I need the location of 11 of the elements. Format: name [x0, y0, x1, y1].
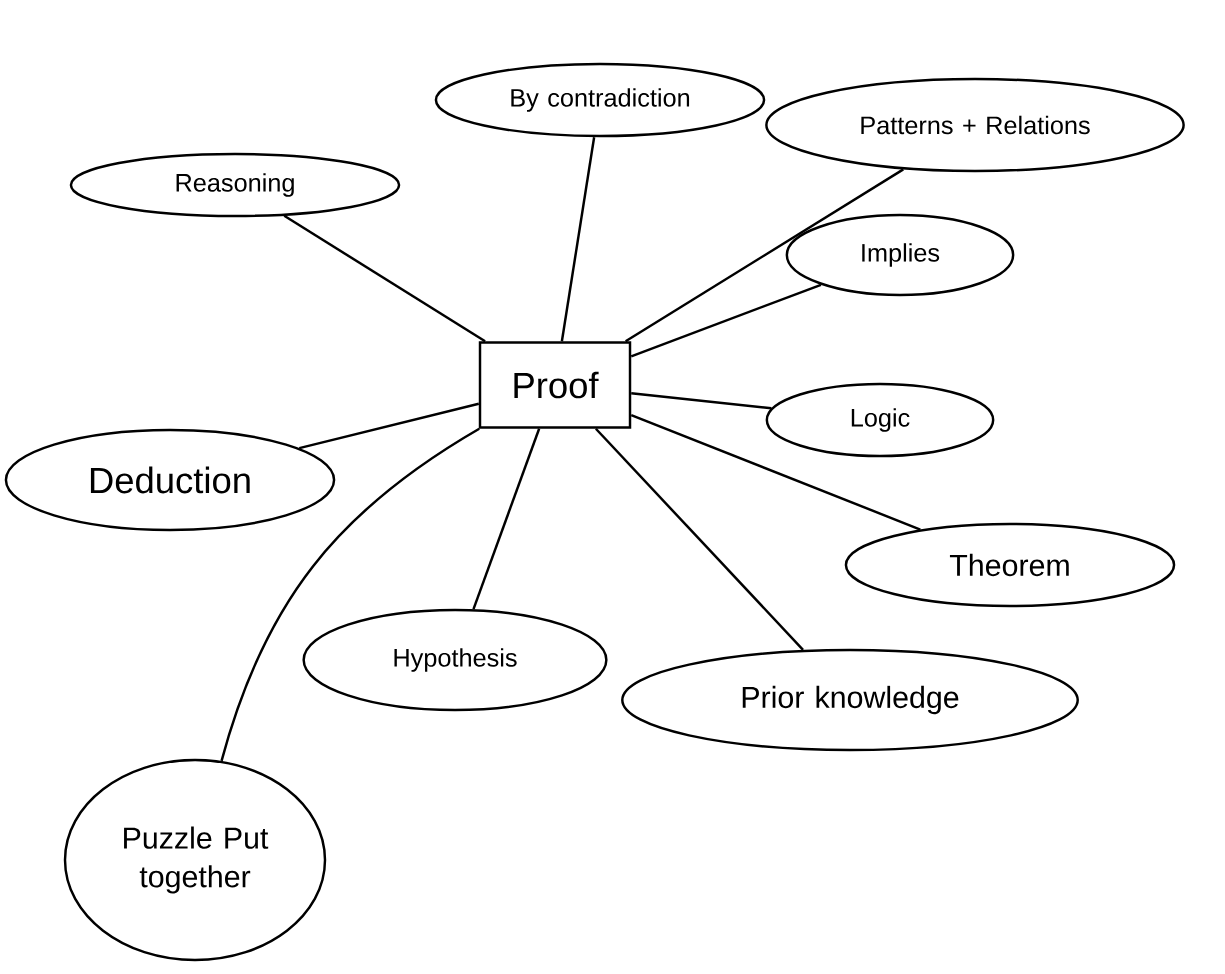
connector-line: [595, 427, 804, 651]
connector-line: [625, 168, 904, 343]
connector-line: [630, 414, 921, 531]
proof-box: Proof: [478, 341, 632, 429]
connector-line: [560, 137, 596, 342]
connector-line: [299, 402, 480, 450]
connector-line: [220, 427, 480, 762]
connector-line: [283, 214, 486, 343]
connector-line: [631, 391, 772, 410]
connector-line: [472, 428, 541, 610]
connector-line: [630, 283, 822, 358]
